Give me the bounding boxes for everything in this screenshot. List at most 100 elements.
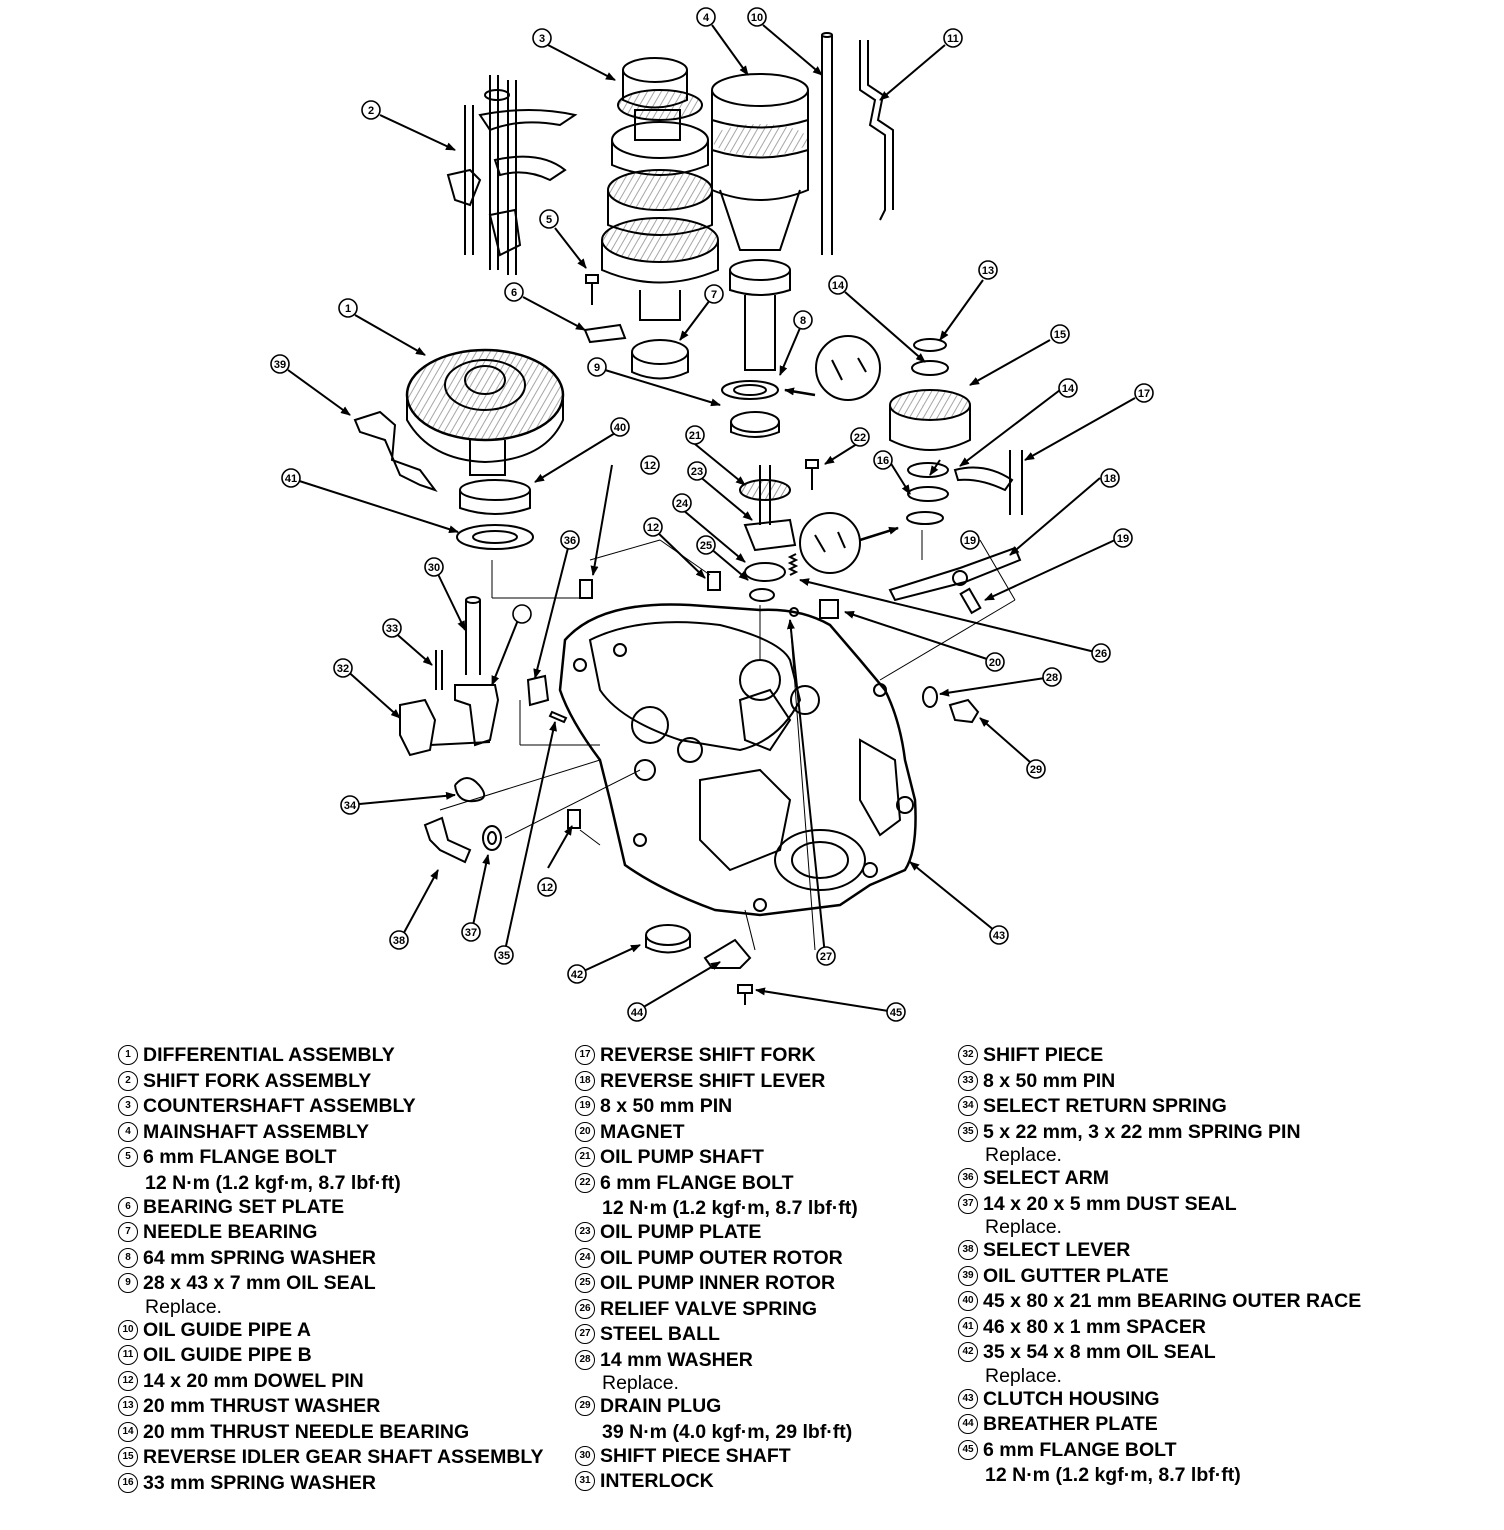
legend-text: OIL GUIDE PIPE A [143,1318,311,1341]
callout-1: 1 [338,298,358,318]
svg-text:33: 33 [386,623,398,635]
svg-text:9: 9 [594,362,600,374]
legend-number: 35 [958,1121,978,1142]
svg-text:19: 19 [1117,533,1129,545]
legend-number: 16 [118,1472,138,1493]
legend-text: 6 mm FLANGE BOLT [143,1146,337,1168]
legend-note: Replace. [985,1144,1062,1166]
callout-32: 32 [333,658,353,678]
callout-25: 25 [696,535,716,555]
legend-note: Replace. [602,1372,679,1394]
legend-torque-spec: 39 N·m (4.0 kgf·m, 29 lbf·ft) [602,1420,853,1443]
callout-14b: 14 [1058,378,1078,398]
legend-number: 45 [958,1439,978,1460]
legend-text: 33 mm SPRING WASHER [143,1471,376,1494]
legend-number: 26 [575,1298,595,1319]
svg-text:19: 19 [964,535,976,547]
legend-text: STEEL BALL [600,1323,720,1345]
mainshaft-assembly [711,73,809,371]
svg-text:24: 24 [676,498,689,510]
reverse-shift-fork [953,450,1023,515]
legend-text: BEARING SET PLATE [143,1195,345,1218]
svg-text:16: 16 [877,455,889,467]
callout-13: 13 [978,260,998,280]
callout-39: 39 [270,354,290,374]
drain-plug [948,698,980,724]
callout-45: 45 [886,1002,906,1022]
legend-text: 46 x 80 x 1 mm SPACER [983,1315,1206,1338]
callout-17: 17 [1134,383,1154,403]
svg-text:17: 17 [1138,388,1150,400]
callout-24: 24 [672,493,692,513]
legend-number: 43 [958,1388,978,1409]
svg-text:28: 28 [1046,672,1058,684]
svg-text:22: 22 [854,432,866,444]
legend-text: OIL PUMP SHAFT [600,1146,764,1168]
dust-seal [482,825,502,851]
legend-number: 33 [958,1070,978,1091]
callout-7: 7 [704,284,724,304]
magnet [819,599,839,619]
callout-15: 15 [1050,324,1070,344]
callout-2: 2 [361,100,381,120]
svg-text:14: 14 [832,280,845,292]
legend-number: 1 [118,1045,138,1065]
callout-33: 33 [382,618,402,638]
legend-number: 20 [575,1121,595,1142]
callout-6: 6 [504,282,524,302]
svg-text:35: 35 [498,950,510,962]
oil-seal-35x54 [645,924,691,954]
legend-text: SHIFT PIECE [983,1044,1104,1066]
legend-torque-spec: 12 N·m (1.2 kgf·m, 8.7 lbf·ft) [145,1171,401,1194]
legend-number: 22 [575,1172,595,1193]
legend-text: MAINSHAFT ASSEMBLY [143,1120,370,1143]
svg-text:38: 38 [393,935,405,947]
callout-14a: 14 [828,275,848,295]
legend-number: 17 [575,1045,595,1065]
legend-number: 18 [575,1070,595,1091]
legend-number: 7 [118,1222,138,1242]
legend-text: COUNTERSHAFT ASSEMBLY [143,1095,416,1117]
legend-text: DRAIN PLUG [600,1395,722,1417]
legend-text: OIL GUTTER PLATE [983,1264,1169,1287]
svg-text:36: 36 [564,535,576,547]
svg-text:44: 44 [631,1007,644,1019]
svg-text:2: 2 [368,105,374,117]
callout-8: 8 [793,310,813,330]
legend-text: OIL GUIDE PIPE B [143,1344,312,1366]
countershaft-assembly [601,57,719,321]
svg-text:29: 29 [1030,764,1042,776]
shift-piece [399,698,491,757]
callout-22: 22 [850,427,870,447]
legend-number: 19 [575,1096,595,1116]
oil-gutter-plate [353,410,438,492]
callout-interlock [512,604,532,624]
legend-number: 27 [575,1324,595,1344]
legend-number: 41 [958,1316,978,1337]
exploded-transmission-diagram: 3 4 10 11 2 1 39 5 6 7 8 9 14 13 15 14 1… [270,7,1154,1022]
legend-number: 11 [118,1345,138,1365]
svg-text:37: 37 [465,927,477,939]
callout-3: 3 [532,28,552,48]
legend-text: MAGNET [600,1120,685,1143]
legend-number: 6 [118,1196,138,1217]
